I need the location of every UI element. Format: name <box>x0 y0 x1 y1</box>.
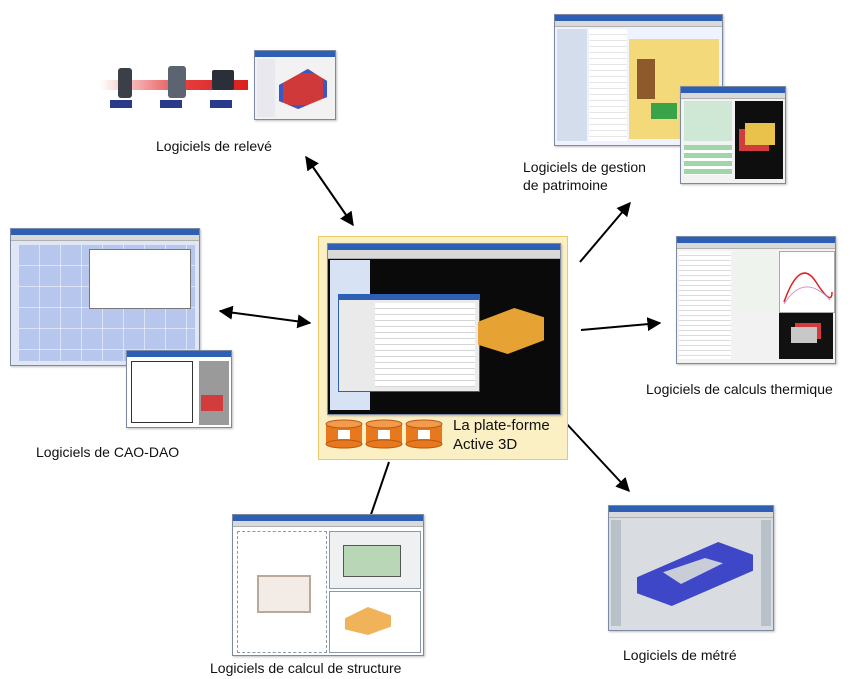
patrimoine-3d-block <box>745 123 775 145</box>
label-structure: Logiciels de calcul de structure <box>210 660 402 676</box>
patrimoine-screenshot-front <box>680 86 786 184</box>
thermique-curve-chart <box>779 251 835 313</box>
arrow-cao <box>218 305 312 329</box>
device-captions <box>110 100 250 108</box>
database-icon-1 <box>325 419 363 449</box>
label-platform-1: La plate-forme <box>453 417 550 434</box>
cao-screenshot-back <box>10 228 200 366</box>
cao-3d-small <box>201 395 223 411</box>
active3d-building-model <box>478 308 544 354</box>
label-patrimoine-2: de patrimoine <box>523 177 608 193</box>
cao-screenshot-front <box>126 350 232 428</box>
label-cao: Logiciels de CAO-DAO <box>36 444 180 460</box>
releve-devices-strip <box>100 60 255 115</box>
arrow-metre <box>564 421 630 493</box>
structure-plan <box>257 575 311 613</box>
active3d-screenshot <box>327 243 561 415</box>
center-platform-panel: La plate-forme Active 3D <box>318 236 568 460</box>
releve-3d-model <box>279 69 327 109</box>
rangefinder-device-icon <box>118 68 132 98</box>
cao-3d-wireframe <box>89 249 191 309</box>
label-patrimoine-1: Logiciels de gestion <box>523 159 646 175</box>
metre-screenshot <box>608 505 774 631</box>
active3d-dialog <box>338 294 480 392</box>
thermique-3d-view <box>779 313 833 359</box>
laptop-device-icon <box>212 70 234 90</box>
database-icon-2 <box>365 419 403 449</box>
thermique-screenshot <box>676 236 836 364</box>
arrow-releve <box>305 155 354 227</box>
label-releve: Logiciels de relevé <box>156 138 272 154</box>
label-metre: Logiciels de métré <box>623 647 737 663</box>
arrow-thermique <box>580 317 662 332</box>
label-thermique: Logiciels de calculs thermique <box>646 381 833 397</box>
pda-device-icon <box>168 66 186 98</box>
structure-model-top <box>343 545 401 577</box>
structure-screenshot <box>232 514 424 656</box>
database-icon-3 <box>405 419 443 449</box>
label-platform-2: Active 3D <box>453 436 518 453</box>
releve-screenshot <box>254 50 336 120</box>
arrow-patrimoine <box>579 201 631 263</box>
